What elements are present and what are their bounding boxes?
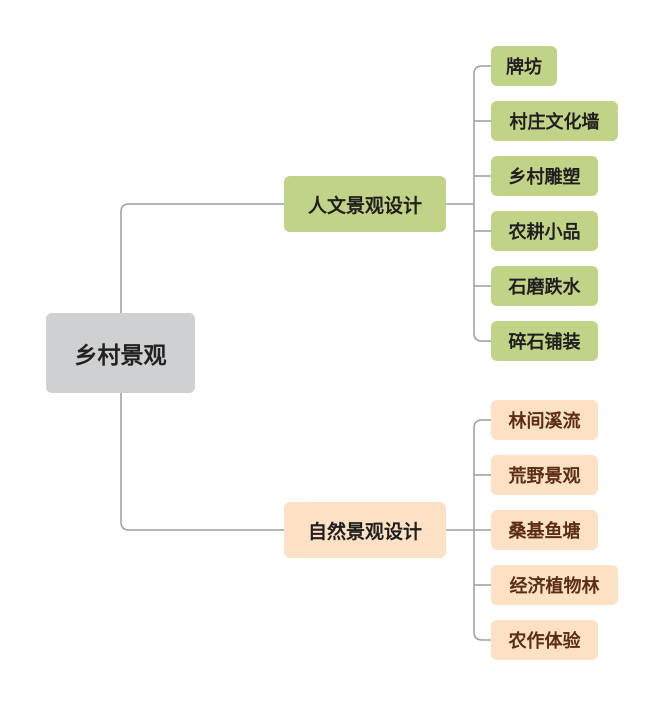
culture-leaf-5: 石磨跌水 xyxy=(491,266,598,306)
root-node: 乡村景观 xyxy=(46,313,195,393)
branch-node-culture: 人文景观设计 xyxy=(284,176,446,232)
culture-leaf-6: 碎石铺装 xyxy=(491,321,598,361)
nature-leaf-4: 经济植物林 xyxy=(491,565,618,605)
nature-leaf-3: 桑基鱼塘 xyxy=(491,510,598,550)
connector-culture-leaf-6 xyxy=(473,332,491,342)
culture-leaf-3: 乡村雕塑 xyxy=(491,156,598,196)
culture-leaf-1: 牌坊 xyxy=(491,46,557,86)
connector-root-to-nature xyxy=(120,393,284,531)
connector-nature-leaf-5 xyxy=(473,631,491,641)
connector-root-to-culture xyxy=(120,203,284,313)
nature-leaf-5: 农作体验 xyxy=(491,620,598,660)
nature-leaf-1: 林间溪流 xyxy=(491,400,598,440)
culture-leaf-4: 农耕小品 xyxy=(491,211,598,251)
branch-node-nature: 自然景观设计 xyxy=(284,502,446,558)
nature-leaf-2: 荒野景观 xyxy=(491,455,598,495)
connector-culture-leaf-1 xyxy=(473,65,491,75)
culture-leaf-2: 村庄文化墙 xyxy=(491,101,618,141)
connector-nature-leaf-1 xyxy=(473,419,491,429)
